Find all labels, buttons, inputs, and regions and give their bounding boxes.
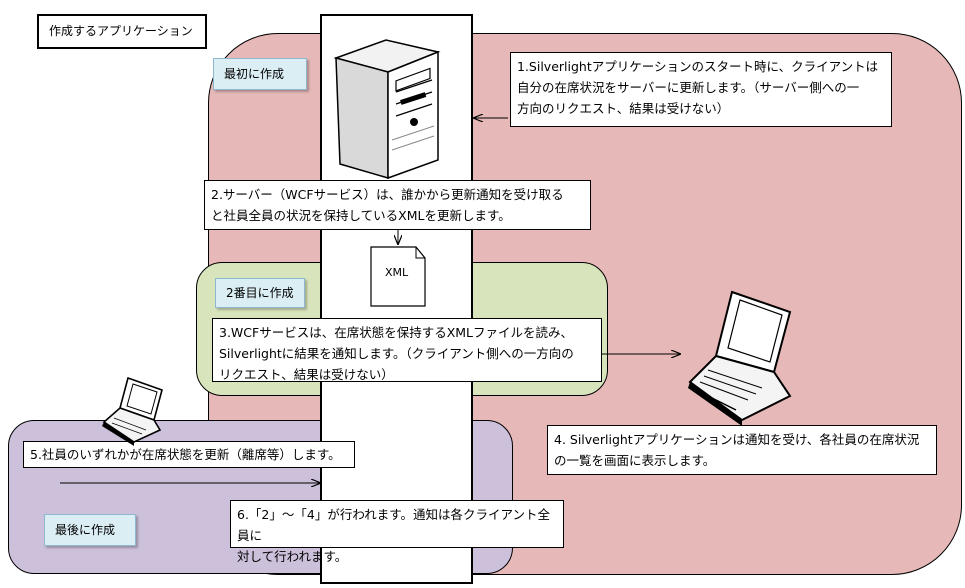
step-2-box: 2.サーバー（WCFサービス）は、誰かから更新通知を受け取る と社員全員の状況を… bbox=[204, 180, 591, 230]
laptop-icon-small bbox=[102, 376, 163, 446]
step-3-box: 3.WCFサービスは、在席状態を保持するXMLファイルを読み、 Silverli… bbox=[212, 318, 602, 382]
label-last-created: 最後に作成 bbox=[44, 514, 136, 546]
step-1-box: 1.Silverlightアプリケーションのスタート時に、クライアントは 自分の… bbox=[510, 52, 892, 127]
xml-label: XML bbox=[385, 266, 409, 279]
server-icon bbox=[333, 39, 441, 180]
step-4-box: 4. Silverlightアプリケーションは通知を受け、各社員の在席状況 の一… bbox=[547, 425, 937, 475]
diagram-title: 作成するアプリケーション bbox=[37, 14, 207, 49]
laptop-icon bbox=[688, 290, 792, 426]
label-second-created: 2番目に作成 bbox=[215, 278, 305, 308]
xml-document-icon: XML bbox=[370, 246, 426, 307]
step-6-box: 6.「2」～「4」が行われます。通知は各クライアント全員に 対して行われます。 bbox=[230, 500, 564, 564]
step-5-box: 5.社員のいずれかが在席状態を更新（離席等）します。 bbox=[23, 441, 355, 468]
label-first-created: 最初に作成 bbox=[213, 58, 307, 90]
